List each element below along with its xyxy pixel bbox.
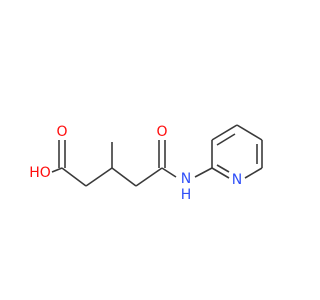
bond-c1-ohydroxyl: [51, 167, 63, 173]
bond-c5-n: [161, 167, 177, 178]
bond-py-c6-n: [244, 167, 263, 179]
bond-c2-c3: [85, 167, 113, 187]
bond-py-inner-1: [216, 133, 236, 146]
bond-py-n-c2: [211, 167, 230, 179]
structure-canvas: O HO O N H N: [29, 124, 263, 203]
bond-c3-c4: [111, 167, 137, 187]
atom-acid-carbonyl-o: O: [56, 124, 67, 140]
bond-n-c2py: [194, 167, 213, 178]
atom-amide-n: N: [181, 171, 191, 187]
bond-c4-c5: [135, 167, 163, 187]
atom-amide-h: H: [181, 187, 192, 203]
bond-py-c4-c5: [236, 124, 263, 141]
bond-c1-c2: [61, 167, 87, 187]
bonds: [51, 124, 263, 187]
atom-pyridine-n: N: [232, 172, 242, 188]
bond-py-c3-c4: [211, 124, 238, 141]
molecule-structure: O HO O N H N: [29, 124, 263, 203]
atom-hydroxyl: HO: [29, 165, 51, 181]
atom-amide-carbonyl-o: O: [156, 124, 167, 140]
bond-py-inner-3: [216, 164, 230, 173]
